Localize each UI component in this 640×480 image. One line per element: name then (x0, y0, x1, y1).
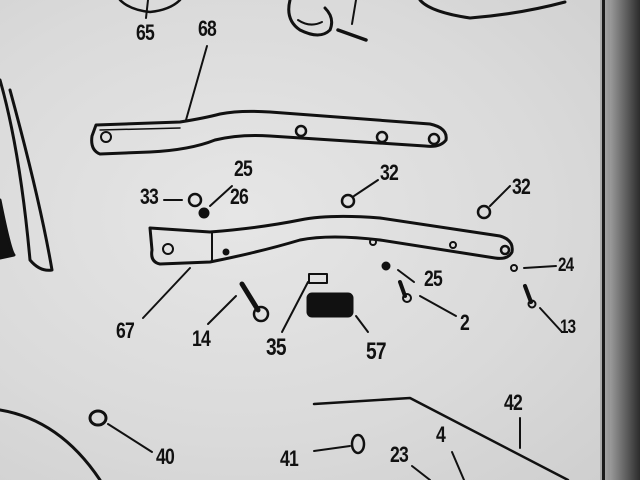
part-label-13: 13 (560, 317, 576, 338)
clip-part-top (287, 0, 334, 37)
page-border-line (602, 0, 605, 480)
part-label-42: 42 (504, 390, 523, 415)
part-label-33: 33 (140, 184, 159, 209)
part-label-65: 65 (136, 20, 155, 45)
part-label-25-lower: 25 (424, 266, 443, 291)
part-label-35: 35 (266, 334, 287, 361)
clip-part-41 (350, 433, 366, 455)
tag-part-35 (308, 273, 328, 284)
washer-24 (510, 264, 518, 272)
part-label-40: 40 (156, 444, 175, 469)
part-label-68: 68 (198, 16, 217, 41)
grommet-40 (88, 409, 108, 427)
part-top-right-fragment (418, 0, 567, 20)
part-label-2: 2 (460, 310, 470, 335)
part-label-67: 67 (116, 318, 135, 343)
bolt-14 (239, 281, 261, 313)
fender-part-left (0, 78, 54, 272)
part-label-4: 4 (436, 422, 446, 447)
part-label-25: 25 (234, 156, 253, 181)
part-label-32: 32 (380, 160, 399, 185)
nut-32a (340, 193, 356, 209)
leader-top (351, 0, 357, 25)
bar-part-68 (90, 109, 448, 156)
part-65-fragment (118, 0, 182, 14)
part-label-32-right: 32 (512, 174, 531, 199)
washer-25b (381, 261, 391, 271)
part-label-41: 41 (280, 446, 299, 471)
washer-26 (198, 207, 210, 219)
part-label-26: 26 (230, 184, 249, 209)
part-label-23: 23 (390, 442, 409, 467)
nut-33 (187, 192, 203, 208)
part-label-57: 57 (366, 338, 387, 365)
bar-part-67 (148, 214, 514, 266)
bolt-13 (523, 284, 533, 304)
leader-42-line (312, 396, 570, 480)
page-gutter-shadow (610, 0, 640, 480)
part-label-24: 24 (558, 255, 574, 276)
bolt-2 (398, 280, 407, 298)
part-label-14: 14 (192, 326, 211, 351)
pin-part-top (336, 28, 368, 42)
nut-32b (476, 204, 492, 220)
curved-part-bottom-left (0, 408, 102, 480)
pad-part-57 (306, 292, 354, 318)
